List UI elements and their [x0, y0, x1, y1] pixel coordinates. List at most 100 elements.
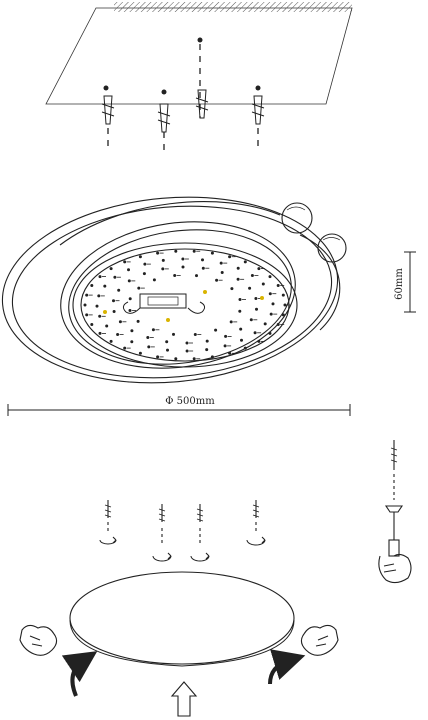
led-dot — [239, 327, 243, 331]
led-dot — [223, 344, 227, 348]
screw-icon — [190, 504, 210, 562]
led-dot — [228, 255, 232, 259]
wall-anchor-icon — [157, 103, 171, 133]
led-dot — [127, 268, 130, 272]
led-dot — [253, 331, 257, 335]
step2-ring-lamp-group — [1, 196, 347, 384]
led-dot — [250, 274, 254, 277]
led-dot — [192, 357, 196, 361]
lamp-arm — [59, 201, 281, 246]
led-dot — [281, 313, 285, 317]
led-dot — [276, 323, 280, 326]
led-dot — [136, 319, 140, 323]
led-dot — [210, 251, 214, 255]
led-dot — [181, 265, 185, 269]
led-dot — [228, 351, 232, 355]
led-dot — [220, 271, 224, 274]
led-dot — [210, 355, 214, 359]
led-dot — [268, 292, 272, 296]
led-dot — [147, 345, 151, 349]
led-dot — [142, 272, 146, 276]
led-dot — [283, 303, 287, 307]
screwdriver-hand-icon — [378, 440, 412, 584]
screw-icon — [246, 500, 266, 546]
led-dot — [109, 267, 113, 271]
led-dot — [161, 267, 165, 271]
led-dot — [152, 278, 156, 282]
led-dot — [201, 266, 205, 270]
led-dot — [255, 307, 258, 311]
led-dot — [105, 324, 109, 328]
outer-ring-inner-edge — [11, 205, 333, 379]
screw-head-icon — [255, 85, 261, 91]
wall-anchor-icon — [251, 95, 265, 125]
cover-disc — [69, 571, 295, 665]
led-accent-dot — [166, 318, 170, 322]
led-dot — [103, 284, 107, 288]
led-dot — [257, 267, 261, 271]
led-dot — [174, 249, 178, 253]
led-dot — [146, 336, 150, 339]
led-dot — [143, 262, 147, 266]
led-dot — [172, 332, 175, 336]
led-dot — [269, 312, 273, 316]
wall-anchor-icon — [101, 95, 115, 125]
led-dot — [185, 349, 189, 353]
led-dot — [261, 282, 265, 286]
led-dot — [117, 288, 121, 292]
led-dot — [156, 251, 160, 255]
screw-head-icon — [103, 85, 109, 91]
ceiling-hatch — [114, 2, 352, 12]
led-dot — [214, 328, 218, 332]
led-dot — [98, 275, 102, 279]
wall-anchor-icon — [195, 89, 209, 119]
led-dot — [268, 275, 272, 279]
screw-icon — [99, 500, 117, 545]
led-dot — [174, 357, 178, 361]
led-dot — [156, 355, 160, 359]
led-dot — [130, 329, 134, 333]
led-dot — [137, 286, 141, 290]
led-accent-dot — [203, 290, 207, 294]
led-dot — [201, 258, 204, 262]
led-board-inner — [80, 248, 290, 362]
driver-box — [139, 293, 187, 309]
led-dot — [205, 339, 209, 343]
decor-ball-icon — [281, 202, 313, 234]
led-accent-dot — [103, 310, 107, 314]
led-dot — [95, 304, 99, 308]
led-dot — [185, 341, 189, 345]
led-dot — [130, 340, 134, 344]
right-hand-icon — [300, 624, 339, 656]
rotate-arrow-icon — [61, 651, 98, 697]
led-dot — [98, 331, 102, 335]
led-dot — [238, 309, 242, 313]
led-dot — [127, 279, 131, 283]
height-label: 60mm — [394, 268, 405, 300]
led-dot — [109, 339, 113, 343]
lamp-arm-2 — [299, 234, 341, 331]
led-dot — [236, 277, 240, 281]
led-dot — [128, 309, 132, 312]
led-dot — [85, 313, 89, 317]
led-dot — [257, 339, 261, 343]
push-up-arrow-icon — [170, 681, 198, 717]
decor-ball-icon — [317, 233, 347, 263]
screw-icon — [152, 504, 172, 562]
led-dot — [219, 261, 223, 265]
led-dot — [90, 284, 94, 287]
led-dot — [243, 260, 247, 264]
led-dot — [263, 322, 267, 326]
led-dot — [215, 278, 219, 282]
led-dot — [224, 334, 228, 338]
led-dot — [123, 346, 127, 350]
led-dot — [165, 340, 169, 344]
led-dot — [138, 351, 142, 355]
outer-ring — [1, 196, 339, 384]
led-dot — [113, 275, 117, 279]
screw-head-icon — [197, 37, 203, 43]
led-dot — [112, 299, 115, 303]
led-dot — [240, 338, 243, 342]
led-dot — [195, 274, 198, 278]
led-dot — [161, 258, 165, 262]
